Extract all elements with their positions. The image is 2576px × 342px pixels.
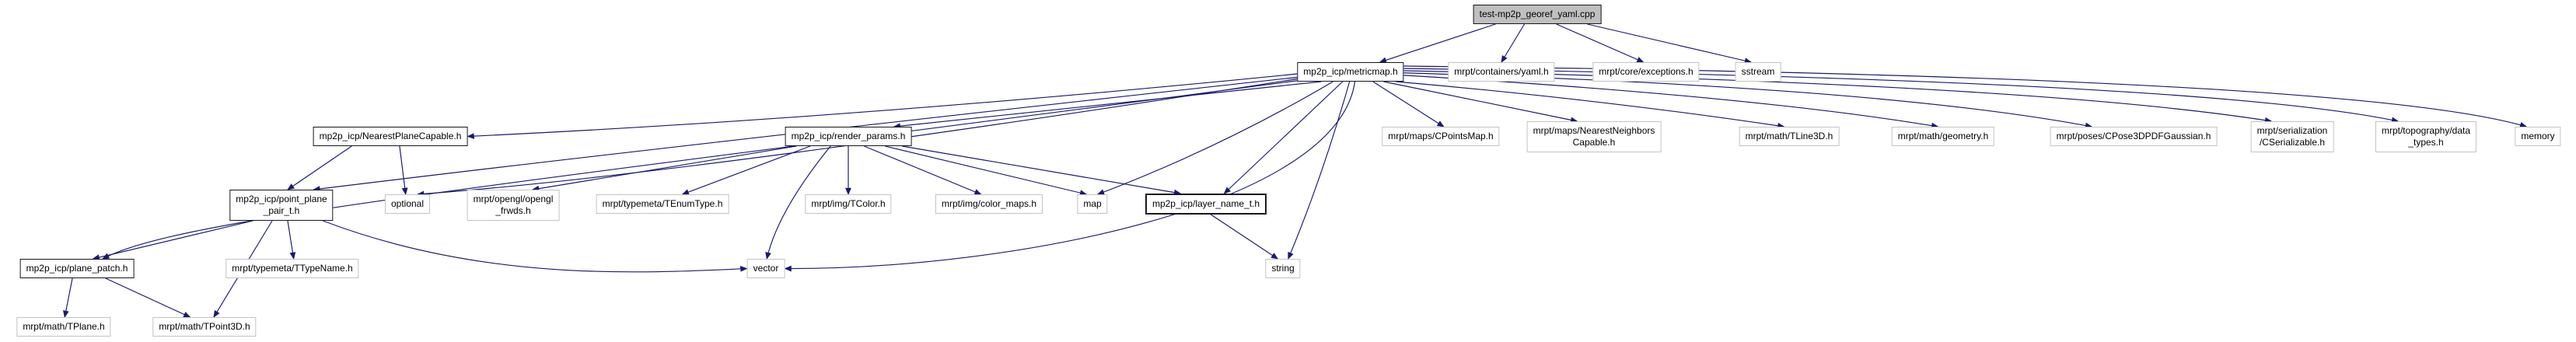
edge-metricmap-to-planepatch	[102, 80, 1298, 260]
node-tplane: mrpt/math/TPlane.h	[16, 317, 111, 337]
node-label-line: mrpt/topography/data	[2381, 125, 2471, 136]
edge-cpp-to-exceptions	[1556, 23, 1645, 63]
edge-layer-to-string	[1210, 214, 1279, 260]
node-label-line: mp2p_icp/NearestPlaneCapable.h	[319, 131, 462, 141]
edge-metricmap-to-string	[1288, 81, 1351, 260]
node-metricmap[interactable]: mp2p_icp/metricmap.h	[1297, 62, 1404, 82]
node-exceptions: mrpt/core/exceptions.h	[1592, 62, 1700, 82]
node-map: map	[1077, 194, 1108, 214]
edge-render-to-layer	[902, 145, 1182, 196]
node-label-line: mrpt/img/TColor.h	[811, 198, 886, 209]
node-label-line: mp2p_icp/plane_patch.h	[26, 263, 128, 274]
node-label-line: string	[1271, 263, 1295, 274]
edge-metricmap-to-cserial	[1403, 70, 2273, 124]
node-label-line: mrpt/typemeta/TEnumType.h	[602, 198, 723, 209]
node-label-line: mp2p_icp/render_params.h	[791, 131, 906, 141]
edge-metricmap-to-npc	[467, 73, 1298, 140]
edge-metricmap-to-geometry	[1403, 75, 1939, 129]
node-cpp: test-mp2p_georef_yaml.cpp	[1473, 5, 1602, 24]
node-label-line: mrpt/core/exceptions.h	[1599, 66, 1693, 77]
edge-render-to-opengl	[532, 145, 797, 192]
node-label-line: mrpt/math/TPoint3D.h	[159, 321, 250, 332]
node-label-line: /CSerializable.h	[2259, 137, 2326, 148]
node-label-line: memory	[2521, 131, 2555, 141]
edge-npc-to-ppp	[287, 145, 352, 190]
node-colormaps: mrpt/img/color_maps.h	[935, 194, 1043, 214]
edge-metricmap-to-map	[1096, 81, 1333, 195]
node-ttypename: mrpt/typemeta/TTypeName.h	[225, 259, 359, 278]
edge-cpp-to-yaml	[1501, 23, 1525, 63]
edge-metricmap-to-optional	[417, 78, 1298, 197]
edge-render-to-tenum	[681, 145, 811, 195]
edge-cpp-to-metricmap	[1379, 23, 1496, 64]
node-tenum: mrpt/typemeta/TEnumType.h	[596, 194, 729, 214]
node-label-line: _frwds.h	[495, 205, 531, 216]
node-label-line: mrpt/containers/yaml.h	[1454, 66, 1549, 77]
node-yaml: mrpt/containers/yaml.h	[1448, 62, 1555, 82]
node-memory: memory	[2515, 127, 2561, 146]
node-string: string	[1265, 259, 1301, 278]
edge-render-to-map	[885, 145, 1088, 196]
node-cpointsmap: mrpt/maps/CPointsMap.h	[1382, 127, 1500, 146]
edge-ppp-to-ttypename	[287, 220, 296, 260]
edge-npc-to-optional	[399, 145, 408, 195]
node-planepatch[interactable]: mp2p_icp/plane_patch.h	[19, 259, 135, 278]
node-label-line: mrpt/math/geometry.h	[1897, 131, 1989, 141]
node-label-line: mp2p_icp/layer_name_t.h	[1152, 198, 1260, 209]
node-label-line: mrpt/maps/CPointsMap.h	[1388, 131, 1494, 141]
node-tpoint3d: mrpt/math/TPoint3D.h	[152, 317, 257, 337]
edge-cpp-to-sstream	[1587, 23, 1753, 64]
edge-render-to-colormaps	[864, 145, 982, 195]
edge-metricmap-to-ppp	[313, 76, 1298, 192]
node-label-line: sstream	[1741, 66, 1775, 77]
node-label-line: test-mp2p_georef_yaml.cpp	[1479, 9, 1596, 19]
node-cserial: mrpt/serialization/CSerializable.h	[2250, 121, 2334, 152]
node-label-line: map	[1083, 198, 1102, 209]
edge-metricmap-to-vector	[784, 81, 1356, 272]
node-opengl: mrpt/opengl/opengl_frwds.h	[467, 190, 560, 221]
node-label-line: mrpt/typemeta/TTypeName.h	[232, 263, 353, 274]
node-label-line: mrpt/serialization	[2256, 125, 2328, 136]
edge-metricmap-to-tline3d	[1396, 81, 1785, 129]
node-label-line: vector	[753, 263, 779, 274]
edge-planepatch-to-tplane	[62, 277, 73, 318]
node-geometry: mrpt/math/geometry.h	[1891, 127, 1995, 146]
node-label-line: mp2p_icp/point_plane	[236, 194, 327, 204]
edge-metricmap-to-nncap	[1383, 81, 1578, 124]
node-label-line: mp2p_icp/metricmap.h	[1303, 66, 1398, 77]
node-label-line: mrpt/img/color_maps.h	[941, 198, 1037, 209]
edge-ppp-to-vector	[322, 220, 748, 273]
node-tline3d: mrpt/math/TLine3D.h	[1739, 127, 1840, 146]
node-cpose: mrpt/poses/CPose3DPDFGaussian.h	[2050, 127, 2218, 146]
edge-metricmap-to-cpointsmap	[1372, 81, 1445, 127]
node-topo: mrpt/topography/data_types.h	[2375, 121, 2477, 152]
node-label-line: _pair_t.h	[263, 205, 300, 216]
node-label-line: mrpt/opengl/opengl	[473, 194, 554, 204]
node-label-line: mrpt/math/TLine3D.h	[1745, 131, 1833, 141]
node-layer[interactable]: mp2p_icp/layer_name_t.h	[1145, 194, 1267, 215]
node-label-line: mrpt/math/TPlane.h	[23, 321, 105, 332]
node-optional: optional	[384, 194, 431, 214]
edge-render-to-vector	[765, 145, 831, 260]
node-npc[interactable]: mp2p_icp/NearestPlaneCapable.h	[313, 127, 468, 146]
node-label-line: mrpt/maps/NearestNeighbors	[1533, 125, 1655, 136]
node-sstream: sstream	[1735, 62, 1781, 82]
node-ppp[interactable]: mp2p_icp/point_plane_pair_t.h	[229, 190, 334, 221]
node-label-line: optional	[390, 198, 425, 209]
edge-metricmap-to-render	[893, 81, 1322, 130]
node-label-line: mrpt/poses/CPose3DPDFGaussian.h	[2056, 131, 2211, 141]
edge-metricmap-to-layer	[1223, 81, 1344, 194]
node-label-line: _types.h	[2408, 137, 2444, 148]
edge-ppp-to-planepatch	[92, 220, 253, 260]
node-render[interactable]: mp2p_icp/render_params.h	[785, 127, 912, 146]
node-label-line: Capable.h	[1572, 137, 1616, 148]
node-tcolor: mrpt/img/TColor.h	[805, 194, 892, 214]
edge-planepatch-to-tpoint3d	[105, 277, 191, 318]
node-vector: vector	[746, 259, 785, 278]
